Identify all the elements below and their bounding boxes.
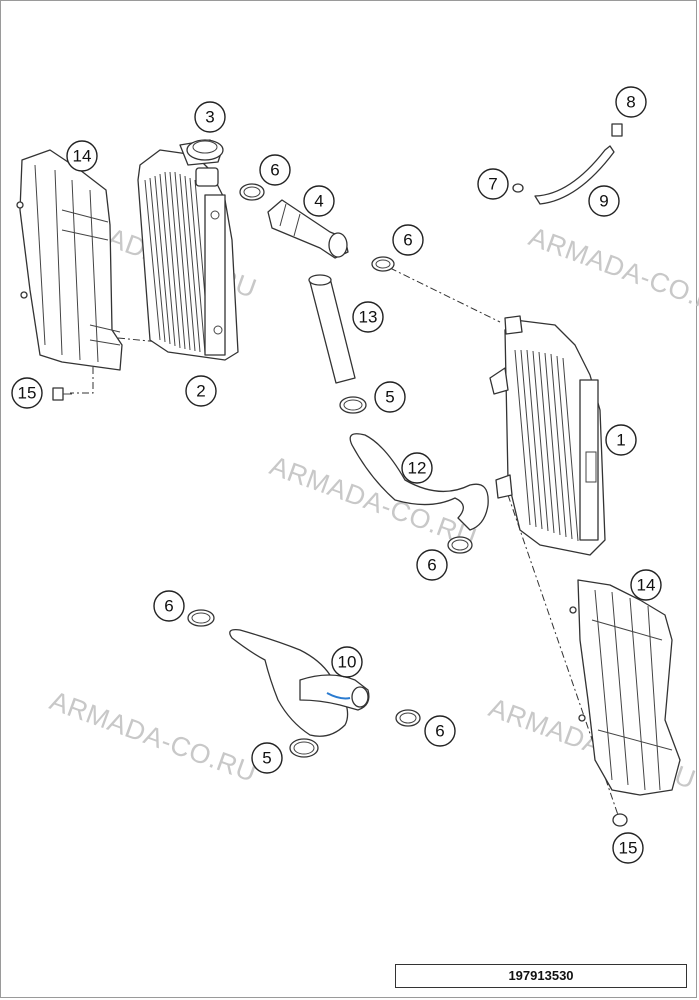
bent-hose [349,433,489,531]
watermark-4: ARMADA-CO.RU [46,685,261,788]
vent-hose [512,123,623,205]
callout-2: 2 [185,375,217,407]
svg-text:15: 15 [18,384,37,403]
svg-text:6: 6 [164,597,173,616]
svg-text:9: 9 [599,192,608,211]
svg-text:8: 8 [626,93,635,112]
svg-text:3: 3 [205,108,214,127]
clamp-5a [339,396,367,414]
svg-text:5: 5 [385,388,394,407]
screw-left [52,387,72,401]
callout-6e: 6 [424,715,456,747]
callout-9: 9 [588,185,620,217]
callout-6d: 6 [153,590,185,622]
svg-text:2: 2 [196,382,205,401]
svg-text:6: 6 [270,161,279,180]
svg-text:14: 14 [637,576,656,595]
callout-13: 13 [352,301,384,333]
callout-6c: 6 [416,549,448,581]
hose-connector [267,199,349,259]
callout-8: 8 [615,86,647,118]
svg-text:6: 6 [403,231,412,250]
hose-clamp-b [371,256,395,272]
svg-text:12: 12 [408,459,427,478]
callout-10: 10 [331,646,363,678]
watermark-2: ARMADA-CO.RU [525,221,699,324]
radiator-guard-right [569,579,681,796]
svg-text:10: 10 [338,653,357,672]
callout-1: 1 [605,424,637,456]
callout-14b: 14 [630,569,662,601]
svg-text:14: 14 [73,147,92,166]
svg-text:6: 6 [427,556,436,575]
callout-12: 12 [401,452,433,484]
straight-hose [308,274,356,384]
hose-clamp-e [395,709,421,727]
callout-15a: 15 [11,377,43,409]
svg-text:15: 15 [619,839,638,858]
radiator-left [137,139,239,361]
hose-clamp-c [447,536,473,554]
callout-6a: 6 [259,154,291,186]
svg-text:5: 5 [262,749,271,768]
callout-7: 7 [477,168,509,200]
clamp-5b [289,738,319,758]
radiator-guard-left [16,149,123,371]
hose-clamp-a [239,183,265,201]
radiator-cap [186,139,224,161]
svg-text:6: 6 [435,722,444,741]
callout-4: 4 [303,185,335,217]
y-hose [229,629,370,737]
svg-text:4: 4 [314,192,323,211]
callout-5a: 5 [374,381,406,413]
callout-3: 3 [194,101,226,133]
callout-5b: 5 [251,742,283,774]
callout-15b: 15 [612,832,644,864]
callout-6b: 6 [392,224,424,256]
svg-text:13: 13 [359,308,378,327]
svg-text:1: 1 [616,431,625,450]
document-number-box: 197913530 [395,964,687,988]
screw-right [612,813,628,827]
callout-14a: 14 [66,140,98,172]
radiator-right [489,315,606,556]
hose-clamp-d [187,609,215,627]
svg-text:7: 7 [488,175,497,194]
